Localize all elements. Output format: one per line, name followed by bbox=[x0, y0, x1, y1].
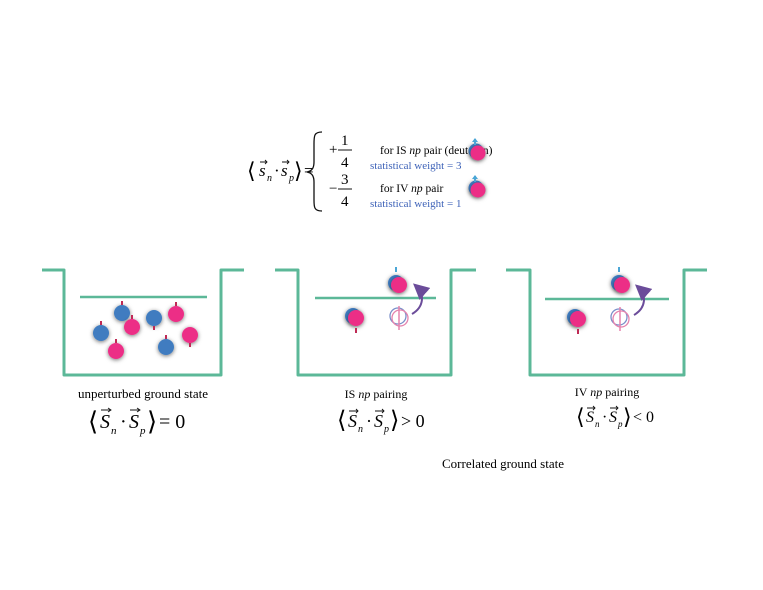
svg-text:S: S bbox=[348, 411, 357, 431]
case2-label: for IV np pair bbox=[380, 183, 444, 195]
excited-pair-3 bbox=[611, 267, 630, 293]
excitation-arrow-3 bbox=[633, 284, 653, 316]
excitation-arrow-2 bbox=[411, 283, 431, 315]
svg-text:⟨: ⟨ bbox=[576, 404, 585, 429]
svg-text:p: p bbox=[139, 425, 146, 437]
cases-brace bbox=[306, 131, 323, 212]
svg-text:·: · bbox=[366, 411, 372, 431]
correlated-ground-state-label: Correlated ground state bbox=[442, 456, 564, 471]
nucleons-1 bbox=[93, 301, 198, 359]
relation-1: ⟨ S n · S p ⟩ = 0 bbox=[88, 407, 185, 437]
excited-pair-2 bbox=[388, 267, 407, 293]
svg-text:⟨: ⟨ bbox=[337, 408, 346, 434]
formula-s-p: s bbox=[281, 161, 288, 180]
panel-is-pairing: IS np pairing ⟨ S n · S p ⟩ > 0 bbox=[275, 267, 476, 435]
proton bbox=[124, 315, 140, 335]
relation-2: ⟨ S n · S p ⟩ > 0 bbox=[337, 408, 425, 435]
svg-text:S: S bbox=[374, 411, 383, 431]
svg-text:n: n bbox=[595, 419, 600, 429]
svg-text:S: S bbox=[100, 411, 110, 433]
case2-numerator: 3 bbox=[341, 172, 349, 188]
neutron bbox=[146, 310, 162, 330]
vacancy-3 bbox=[610, 307, 630, 331]
formula-dot: · bbox=[274, 161, 280, 180]
svg-text:n: n bbox=[111, 425, 117, 437]
relation-3: ⟨ S n · S p ⟩ < 0 bbox=[576, 404, 654, 429]
vacancy-2 bbox=[389, 306, 409, 330]
case2-weight: statistical weight = 1 bbox=[370, 198, 461, 210]
formula-equals: = bbox=[304, 161, 314, 180]
case2-sign: − bbox=[329, 181, 337, 197]
proton bbox=[168, 302, 184, 322]
case2-denominator: 4 bbox=[341, 194, 349, 210]
svg-text:S: S bbox=[586, 409, 594, 426]
svg-text:⟨: ⟨ bbox=[88, 407, 98, 436]
neutron bbox=[158, 335, 174, 355]
formula-n-sub: n bbox=[267, 173, 272, 184]
proton bbox=[182, 327, 198, 347]
panel-unperturbed: unperturbed ground state ⟨ S n · S p ⟩ =… bbox=[42, 268, 244, 437]
is-pair-icon bbox=[468, 138, 486, 161]
case1-denominator: 4 bbox=[341, 155, 349, 171]
svg-text:⟩: ⟩ bbox=[147, 407, 157, 436]
formula-p-sub: p bbox=[288, 173, 294, 184]
case1-sign: + bbox=[329, 142, 337, 158]
potential-well-3 bbox=[506, 268, 707, 377]
svg-text:p: p bbox=[617, 419, 623, 429]
relation-2-value: > 0 bbox=[401, 411, 425, 431]
potential-well-2 bbox=[275, 268, 476, 377]
remaining-pair-2 bbox=[345, 308, 364, 333]
panel-iv-pairing: IV np pairing ⟨ S n · S p ⟩ < 0 bbox=[506, 267, 707, 429]
svg-text:·: · bbox=[120, 411, 127, 433]
neutron bbox=[114, 301, 130, 321]
formula-lhs-close: ⟩ bbox=[294, 158, 303, 183]
spin-formula: ⟨ s n · s p ⟩ = + 1 4 for IS np pair (de… bbox=[247, 131, 493, 212]
proton bbox=[108, 339, 124, 359]
remaining-pair-3 bbox=[567, 309, 586, 334]
iv-pair-icon bbox=[468, 175, 486, 198]
caption-is-pairing: IS np pairing bbox=[345, 387, 408, 401]
relation-1-value: = 0 bbox=[159, 411, 185, 433]
svg-text:n: n bbox=[358, 424, 363, 435]
svg-text:·: · bbox=[602, 409, 607, 426]
svg-text:⟩: ⟩ bbox=[623, 404, 632, 429]
svg-text:S: S bbox=[129, 411, 139, 433]
caption-iv-pairing: IV np pairing bbox=[575, 385, 639, 399]
svg-text:S: S bbox=[609, 409, 617, 426]
formula-lhs-open: ⟨ bbox=[247, 158, 256, 183]
caption-unperturbed: unperturbed ground state bbox=[78, 386, 208, 401]
case1-weight: statistical weight = 3 bbox=[370, 160, 462, 172]
svg-text:⟩: ⟩ bbox=[390, 408, 399, 434]
relation-3-value: < 0 bbox=[633, 409, 654, 426]
case1-numerator: 1 bbox=[341, 133, 349, 149]
svg-text:p: p bbox=[383, 424, 389, 435]
neutron bbox=[93, 321, 109, 341]
potential-well-1 bbox=[42, 268, 244, 377]
formula-s-n: s bbox=[259, 161, 266, 180]
